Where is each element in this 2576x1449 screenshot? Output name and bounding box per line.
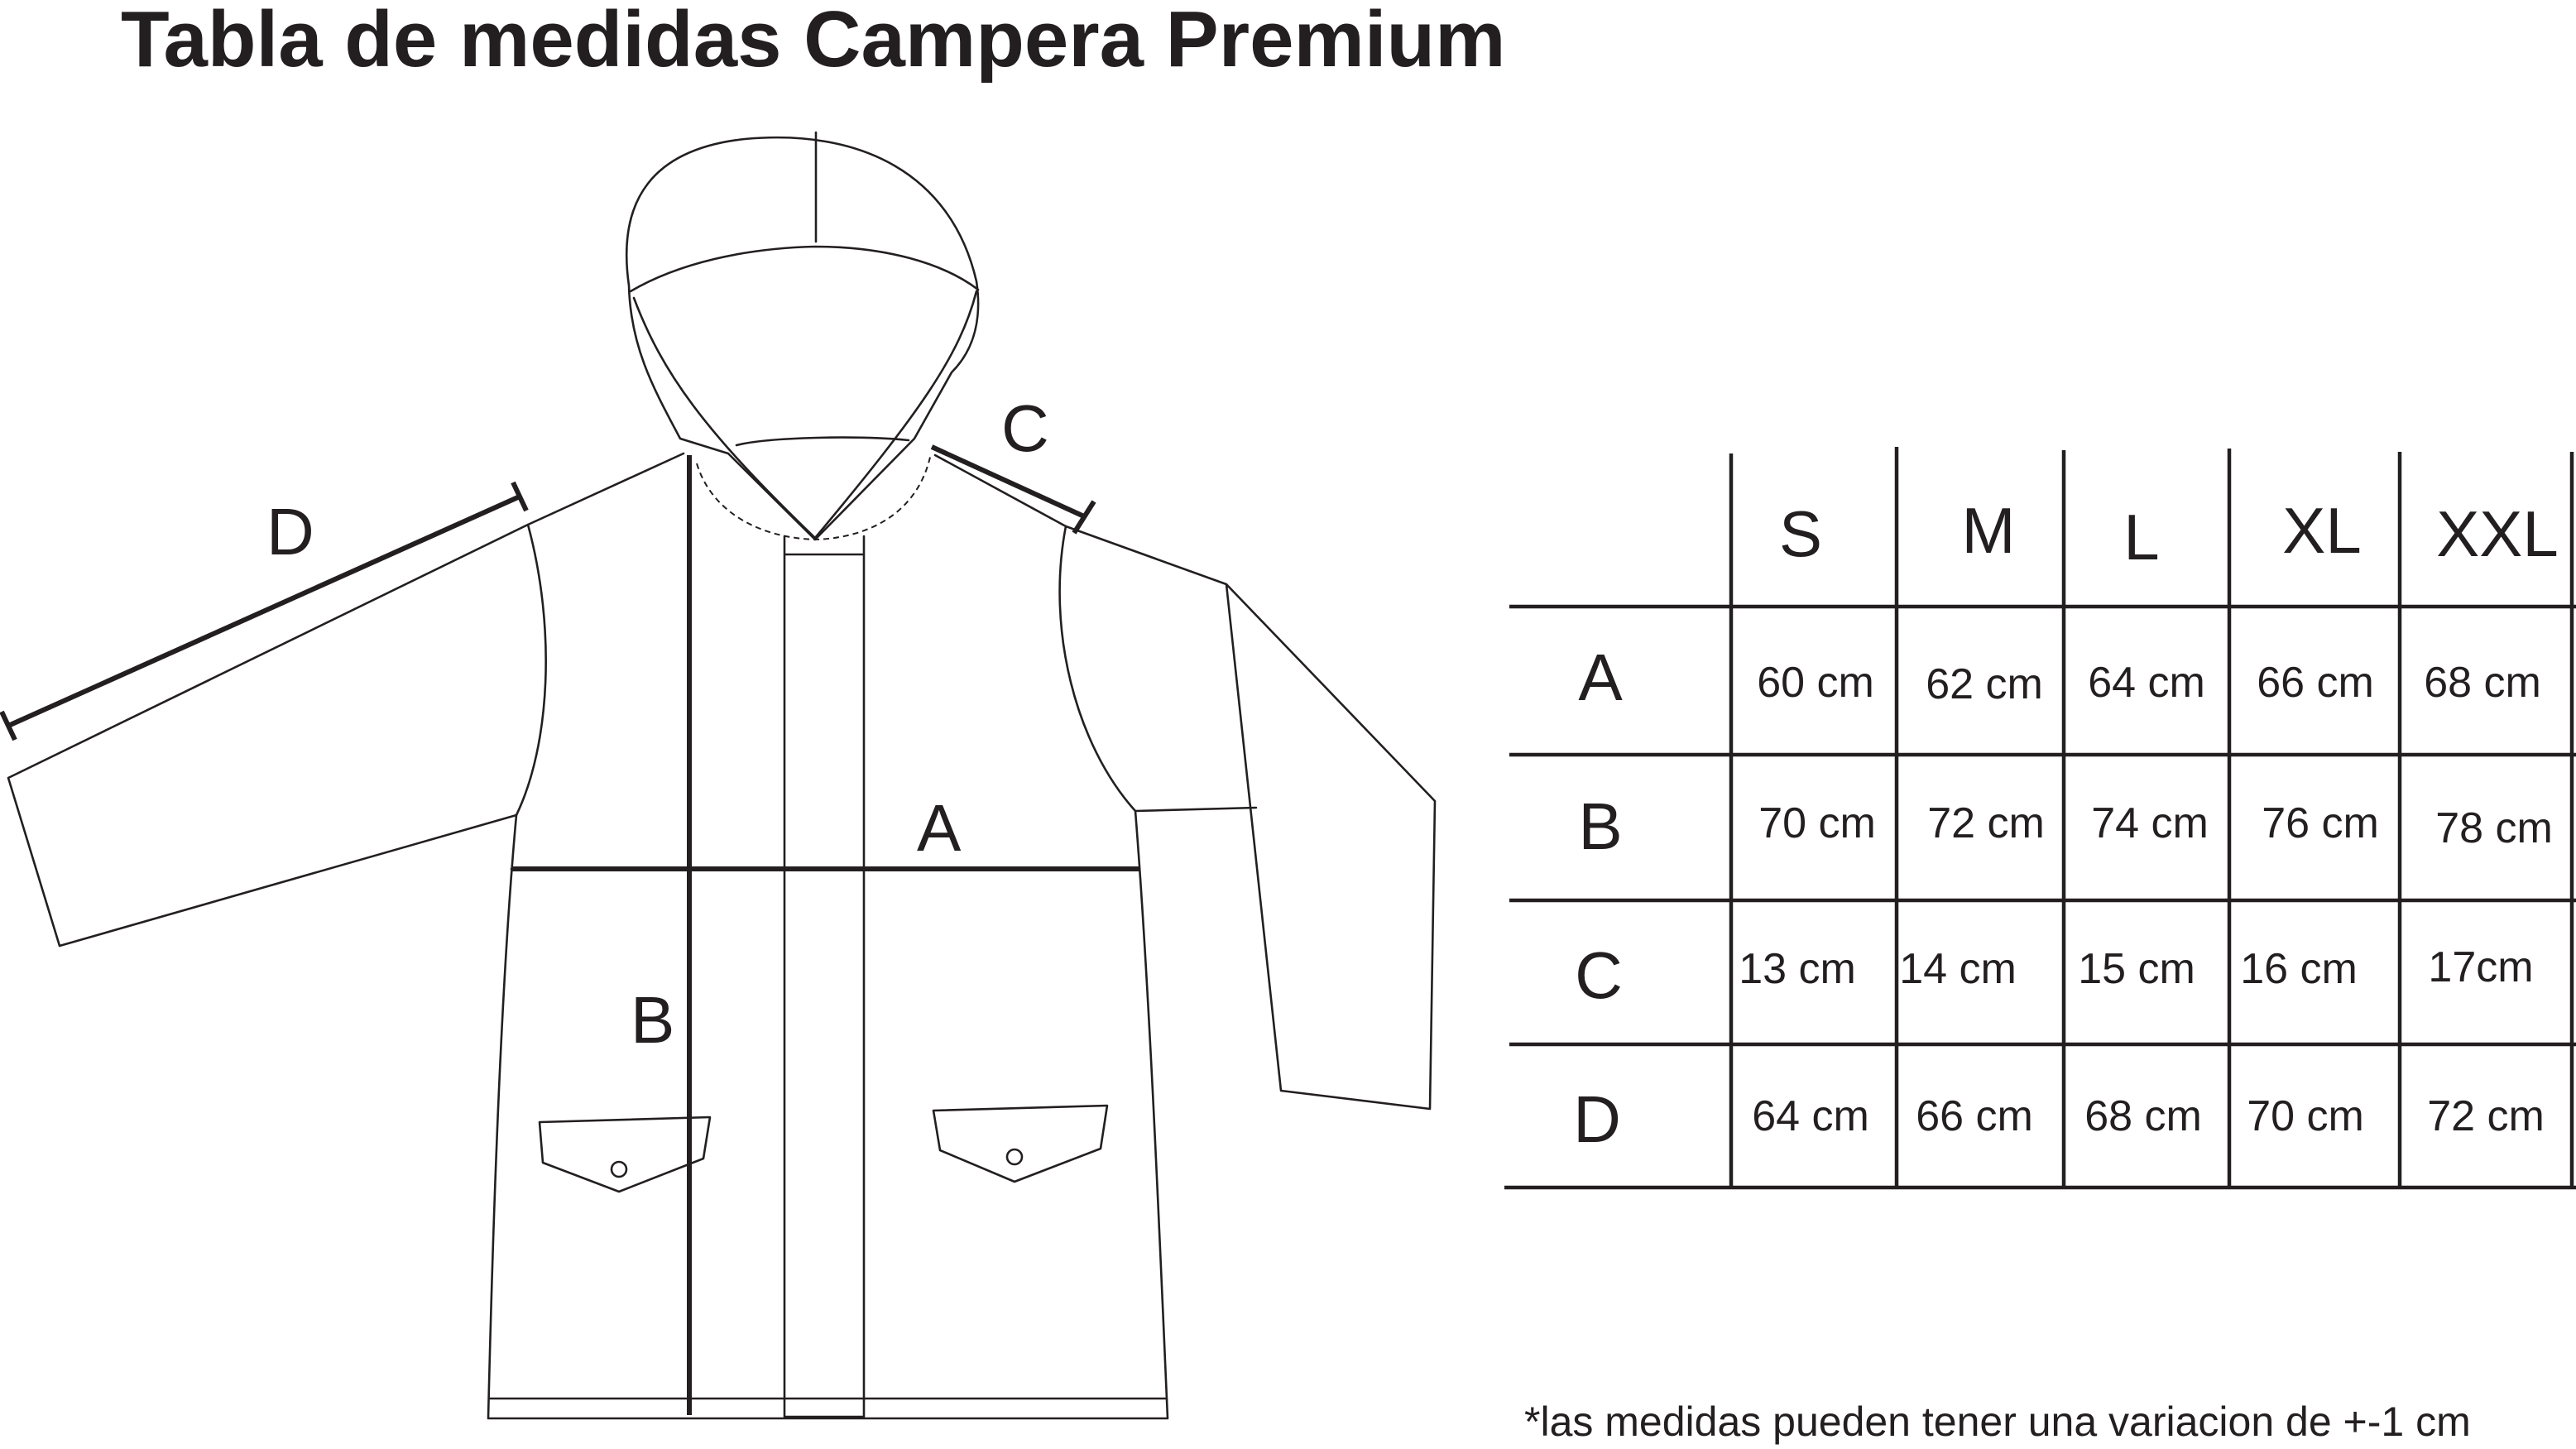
measure-tick-d-end	[511, 481, 529, 512]
row-label-d: D	[1573, 1082, 1621, 1156]
hood-inner-left	[632, 296, 817, 540]
cell-d-xl: 70 cm	[2247, 1092, 2364, 1140]
left-pocket-button	[610, 1160, 628, 1178]
measurement-lines	[0, 444, 1139, 1415]
cell-c-m: 14 cm	[1899, 945, 2017, 993]
cell-b-l: 74 cm	[2091, 799, 2209, 847]
cell-d-xxl: 72 cm	[2427, 1092, 2545, 1140]
measure-tick-c	[1072, 500, 1096, 535]
cell-c-xl: 16 cm	[2240, 945, 2358, 993]
cell-b-m: 72 cm	[1927, 799, 2045, 847]
left-pocket-flap	[538, 1116, 712, 1193]
measurement-footnote: *las medidas pueden tener una variacion …	[1524, 1399, 2471, 1445]
neck-back	[735, 436, 910, 447]
size-header-s: S	[1779, 497, 1822, 570]
cell-d-s: 64 cm	[1752, 1092, 1869, 1140]
left-sleeve	[7, 523, 530, 948]
cell-a-xl: 66 cm	[2257, 659, 2374, 707]
cell-c-l: 15 cm	[2078, 945, 2195, 993]
cell-d-m: 66 cm	[1916, 1092, 2033, 1140]
cell-a-xxl: 68 cm	[2424, 659, 2541, 707]
right-cuff	[1134, 806, 1258, 813]
right-pocket-flap	[932, 1104, 1109, 1183]
collar-stitch	[696, 453, 932, 541]
hood-opening	[629, 245, 980, 293]
jacket-illustration	[7, 131, 1437, 1420]
size-header-m: M	[1962, 494, 2016, 567]
cell-a-m: 62 cm	[1926, 660, 2043, 708]
jacket-body	[487, 452, 1169, 1420]
cell-d-l: 68 cm	[2084, 1092, 2202, 1140]
hood-outline	[625, 136, 980, 541]
size-table: S M L XL XXL A B C D 60 cm 62 cm 64 cm 6…	[1504, 447, 2576, 1190]
size-header-l: L	[2123, 501, 2159, 573]
cell-c-s: 13 cm	[1739, 945, 1856, 993]
size-header-xxl: XXL	[2436, 497, 2558, 570]
row-label-a: A	[1578, 641, 1623, 714]
cell-a-l: 64 cm	[2088, 659, 2205, 707]
measure-tick-d-start	[0, 710, 17, 741]
diagram-label-a: A	[917, 791, 962, 865]
cell-b-xl: 76 cm	[2262, 799, 2379, 847]
cell-c-xxl: 17cm	[2428, 943, 2533, 991]
diagram-label-d: D	[266, 495, 314, 569]
row-label-b: B	[1578, 789, 1622, 863]
cell-b-xxl: 78 cm	[2435, 804, 2553, 852]
zipper-placket	[783, 535, 866, 1418]
page-title: Tabla de medidas Campera Premium	[121, 0, 1506, 84]
measure-line-d	[7, 494, 521, 728]
diagram-label-b: B	[631, 983, 674, 1057]
right-pocket-button	[1005, 1148, 1024, 1166]
size-header-xl: XL	[2282, 494, 2361, 567]
measure-line-c	[930, 444, 1086, 519]
cell-b-s: 70 cm	[1758, 799, 1876, 847]
row-label-c: C	[1575, 938, 1623, 1012]
cell-a-s: 60 cm	[1757, 659, 1874, 707]
diagram-label-c: C	[1001, 391, 1049, 465]
right-sleeve	[1064, 525, 1437, 1111]
hood-inner-right	[813, 290, 978, 540]
